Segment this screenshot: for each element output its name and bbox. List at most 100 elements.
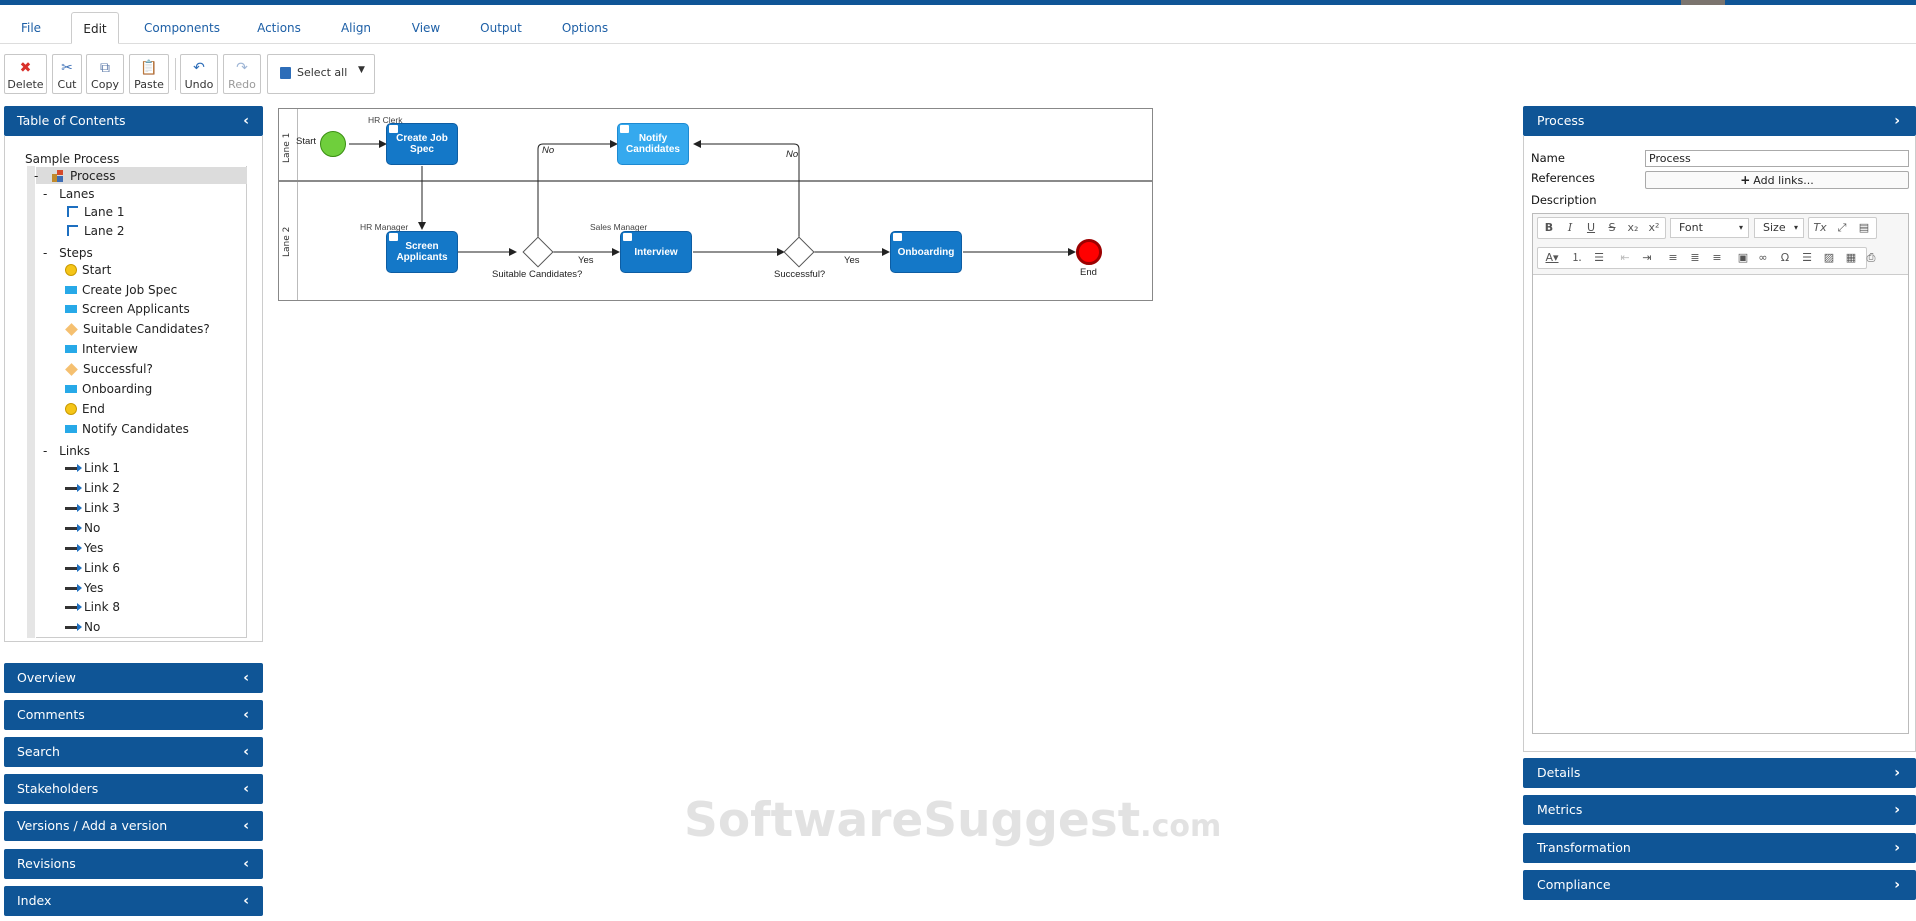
tab-options[interactable]: Options [561,21,609,35]
comments-panel-header[interactable]: Comments‹ [4,700,263,730]
overview-panel-header[interactable]: Overview‹ [4,663,263,693]
delete-button[interactable]: ✖ Delete [4,54,47,94]
italic-icon[interactable]: I [1567,221,1573,234]
description-editor-area[interactable] [1533,274,1908,733]
index-panel-header[interactable]: Index‹ [4,886,263,916]
onboarding-task[interactable]: Onboarding [890,231,962,273]
end-event[interactable] [1076,239,1102,265]
chevron-left-icon[interactable]: ‹ [243,670,249,686]
toc-panel-header[interactable]: Table of Contents ‹ [4,106,263,136]
remove-format-icon[interactable]: Tx [1813,221,1827,234]
process-panel-header[interactable]: Process › [1523,106,1916,136]
toc-step-item[interactable]: Interview [65,340,138,358]
add-links-button[interactable]: +Add links... [1645,171,1909,189]
stakeholders-panel-header[interactable]: Stakeholders‹ [4,774,263,804]
toc-process[interactable]: - Process [34,167,116,185]
create-job-spec-task[interactable]: Create Job Spec [386,123,458,165]
chevron-right-icon[interactable]: › [1894,802,1900,818]
collapse-toggle[interactable]: - [43,246,48,260]
collapse-toggle[interactable]: - [43,444,48,458]
chevron-left-icon[interactable]: ‹ [243,113,249,129]
chevron-right-icon[interactable]: › [1894,113,1900,129]
align-center-icon[interactable]: ≣ [1690,251,1700,264]
chevron-left-icon[interactable]: ‹ [243,707,249,723]
indent-icon[interactable]: ⇥ [1642,251,1652,264]
toc-link-item[interactable]: Link 3 [65,499,120,517]
tab-output[interactable]: Output [480,21,522,35]
select-all-button[interactable]: Select all ▼ [267,54,375,94]
tab-align[interactable]: Align [340,21,372,35]
screen-applicants-task[interactable]: Screen Applicants [386,231,458,273]
toc-steps-group[interactable]: - Steps [43,244,93,262]
numbered-list-icon[interactable]: ⒈ [1571,251,1583,264]
copy-button[interactable]: ⧉ Copy [86,54,124,94]
collapse-toggle[interactable]: - [43,187,48,201]
text-color-icon[interactable]: A▾ [1545,251,1559,264]
tab-view[interactable]: View [411,21,441,35]
toc-step-item[interactable]: Successful? [65,360,153,378]
chevron-left-icon[interactable]: ‹ [243,856,249,872]
print-icon[interactable]: ⎙ [1866,251,1876,264]
chevron-right-icon[interactable]: › [1894,877,1900,893]
bulleted-list-icon[interactable]: ☰ [1594,251,1604,264]
toc-link-item[interactable]: No [65,618,100,636]
versions-panel-header[interactable]: Versions / Add a version‹ [4,811,263,841]
toc-step-item[interactable]: Notify Candidates [65,420,189,438]
toc-lane-item[interactable]: Lane 2 [67,222,124,240]
toc-lane-item[interactable]: Lane 1 [67,203,124,221]
interview-task[interactable]: Interview [620,231,692,273]
special-character-icon[interactable]: Ω [1780,251,1790,264]
subscript-icon[interactable]: x₂ [1627,221,1639,234]
toc-link-item[interactable]: Link 1 [65,459,120,477]
toc-scrollbar[interactable] [27,166,35,638]
horizontal-line-icon[interactable]: ☰ [1802,251,1812,264]
size-select[interactable]: Size▾ [1754,218,1804,238]
bold-icon[interactable]: B [1544,221,1554,234]
toc-step-item[interactable]: Screen Applicants [65,300,190,318]
chevron-right-icon[interactable]: › [1894,765,1900,781]
toc-link-item[interactable]: Yes [65,579,103,597]
revisions-panel-header[interactable]: Revisions‹ [4,849,263,879]
underline-icon[interactable]: U [1586,221,1596,234]
paste-button[interactable]: 📋 Paste [129,54,169,94]
transformation-panel-header[interactable]: Transformation› [1523,833,1916,863]
compliance-panel-header[interactable]: Compliance› [1523,870,1916,900]
font-select[interactable]: Font▾ [1670,218,1749,238]
undo-button[interactable]: ↶ Undo [180,54,218,94]
toc-step-item[interactable]: Onboarding [65,380,152,398]
chevron-down-icon[interactable]: ▼ [358,65,365,75]
tab-file[interactable]: File [20,21,42,35]
toc-step-item[interactable]: Suitable Candidates? [65,320,210,338]
toc-link-item[interactable]: Link 8 [65,598,120,616]
align-right-icon[interactable]: ≡ [1712,251,1722,264]
align-left-icon[interactable]: ≡ [1668,251,1678,264]
toc-step-item[interactable]: Start [65,261,111,279]
toc-root[interactable]: Sample Process [25,152,120,166]
chevron-left-icon[interactable]: ‹ [243,818,249,834]
toc-step-item[interactable]: End [65,400,105,418]
details-panel-header[interactable]: Details› [1523,758,1916,788]
chevron-right-icon[interactable]: › [1894,840,1900,856]
redo-button[interactable]: ↷ Redo [223,54,261,94]
start-event[interactable] [320,131,346,157]
toc-link-item[interactable]: Yes [65,539,103,557]
outdent-icon[interactable]: ⇤ [1620,251,1630,264]
toc-step-item[interactable]: Create Job Spec [65,281,177,299]
chevron-left-icon[interactable]: ‹ [243,744,249,760]
link-icon[interactable]: ∞ [1758,251,1768,264]
toc-link-item[interactable]: Link 2 [65,479,120,497]
paste-text-icon[interactable]: ▣ [1737,251,1749,264]
search-panel-header[interactable]: Search‹ [4,737,263,767]
tab-edit[interactable]: Edit [71,12,119,44]
tab-components[interactable]: Components [144,21,220,35]
metrics-panel-header[interactable]: Metrics› [1523,795,1916,825]
tab-actions[interactable]: Actions [257,21,301,35]
source-icon[interactable]: ▤ [1858,221,1870,234]
cut-button[interactable]: ✂ Cut [52,54,82,94]
collapse-toggle[interactable]: - [34,169,39,183]
table-icon[interactable]: ▦ [1845,251,1857,264]
process-diagram-canvas[interactable]: Lane 1 Lane 2 Start HR Clerk Create Job … [278,108,1153,301]
superscript-icon[interactable]: x² [1648,221,1660,234]
name-field[interactable]: Process [1645,150,1909,167]
toc-links-group[interactable]: - Links [43,442,90,460]
